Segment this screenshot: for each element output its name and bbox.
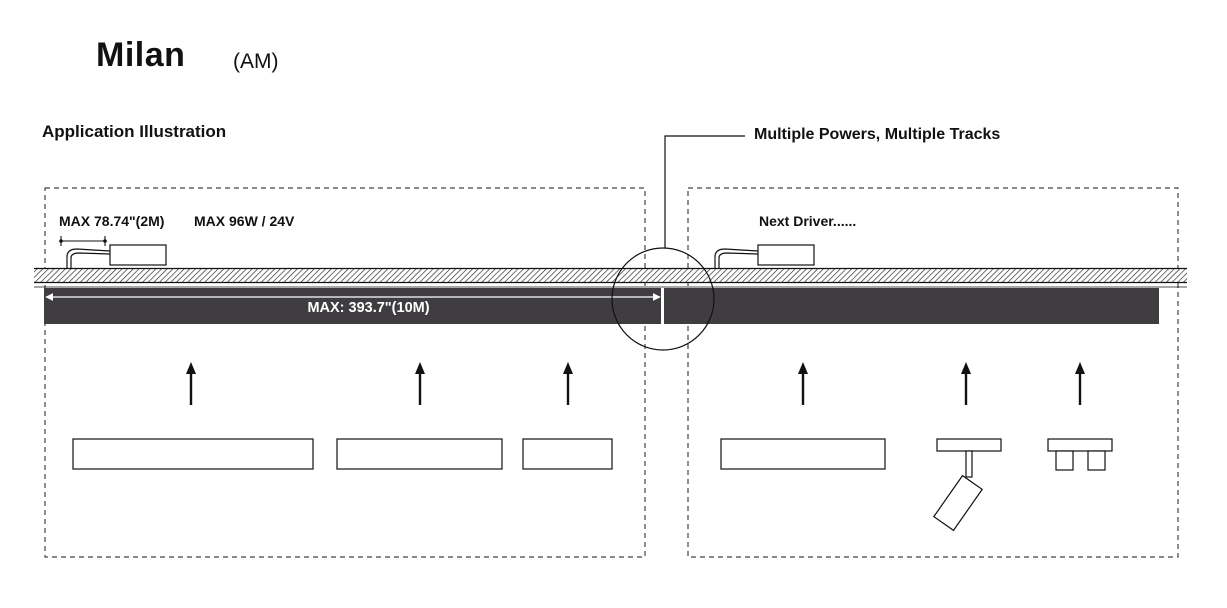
twin-downlight-icon — [1047, 438, 1113, 471]
section-heading: Application Illustration — [42, 122, 227, 141]
track-dimension-label: MAX: 393.7"(10M) — [307, 300, 430, 316]
page-subtitle: (AM) — [233, 50, 279, 73]
right-driver-box — [714, 244, 815, 268]
up-arrow-icon — [1075, 362, 1085, 405]
linear-module-medium — [720, 438, 886, 470]
page-title: Milan — [96, 36, 186, 74]
callout-label: Multiple Powers, Multiple Tracks — [754, 126, 1001, 143]
callout-leader-line — [664, 135, 745, 248]
up-arrow-icon — [415, 362, 425, 405]
magnifier-circle — [611, 247, 715, 351]
linear-module-medium — [336, 438, 503, 470]
up-arrow-icon — [563, 362, 573, 405]
up-arrow-icon — [186, 362, 196, 405]
linear-module-short — [522, 438, 613, 470]
track-right — [664, 288, 1159, 324]
max-length-note: MAX 78.74"(2M) — [59, 213, 165, 229]
spotlight-icon — [932, 438, 1002, 532]
max-power-note: MAX 96W / 24V — [194, 213, 295, 229]
linear-module-long — [72, 438, 314, 470]
left-dimension-marker — [59, 236, 107, 246]
left-driver-box — [66, 244, 167, 268]
next-driver-note: Next Driver...... — [759, 213, 857, 229]
right-panel-border — [687, 187, 1179, 558]
ceiling-band — [34, 267, 1187, 288]
left-panel-border — [44, 187, 646, 558]
up-arrow-icon — [961, 362, 971, 405]
up-arrow-icon — [798, 362, 808, 405]
